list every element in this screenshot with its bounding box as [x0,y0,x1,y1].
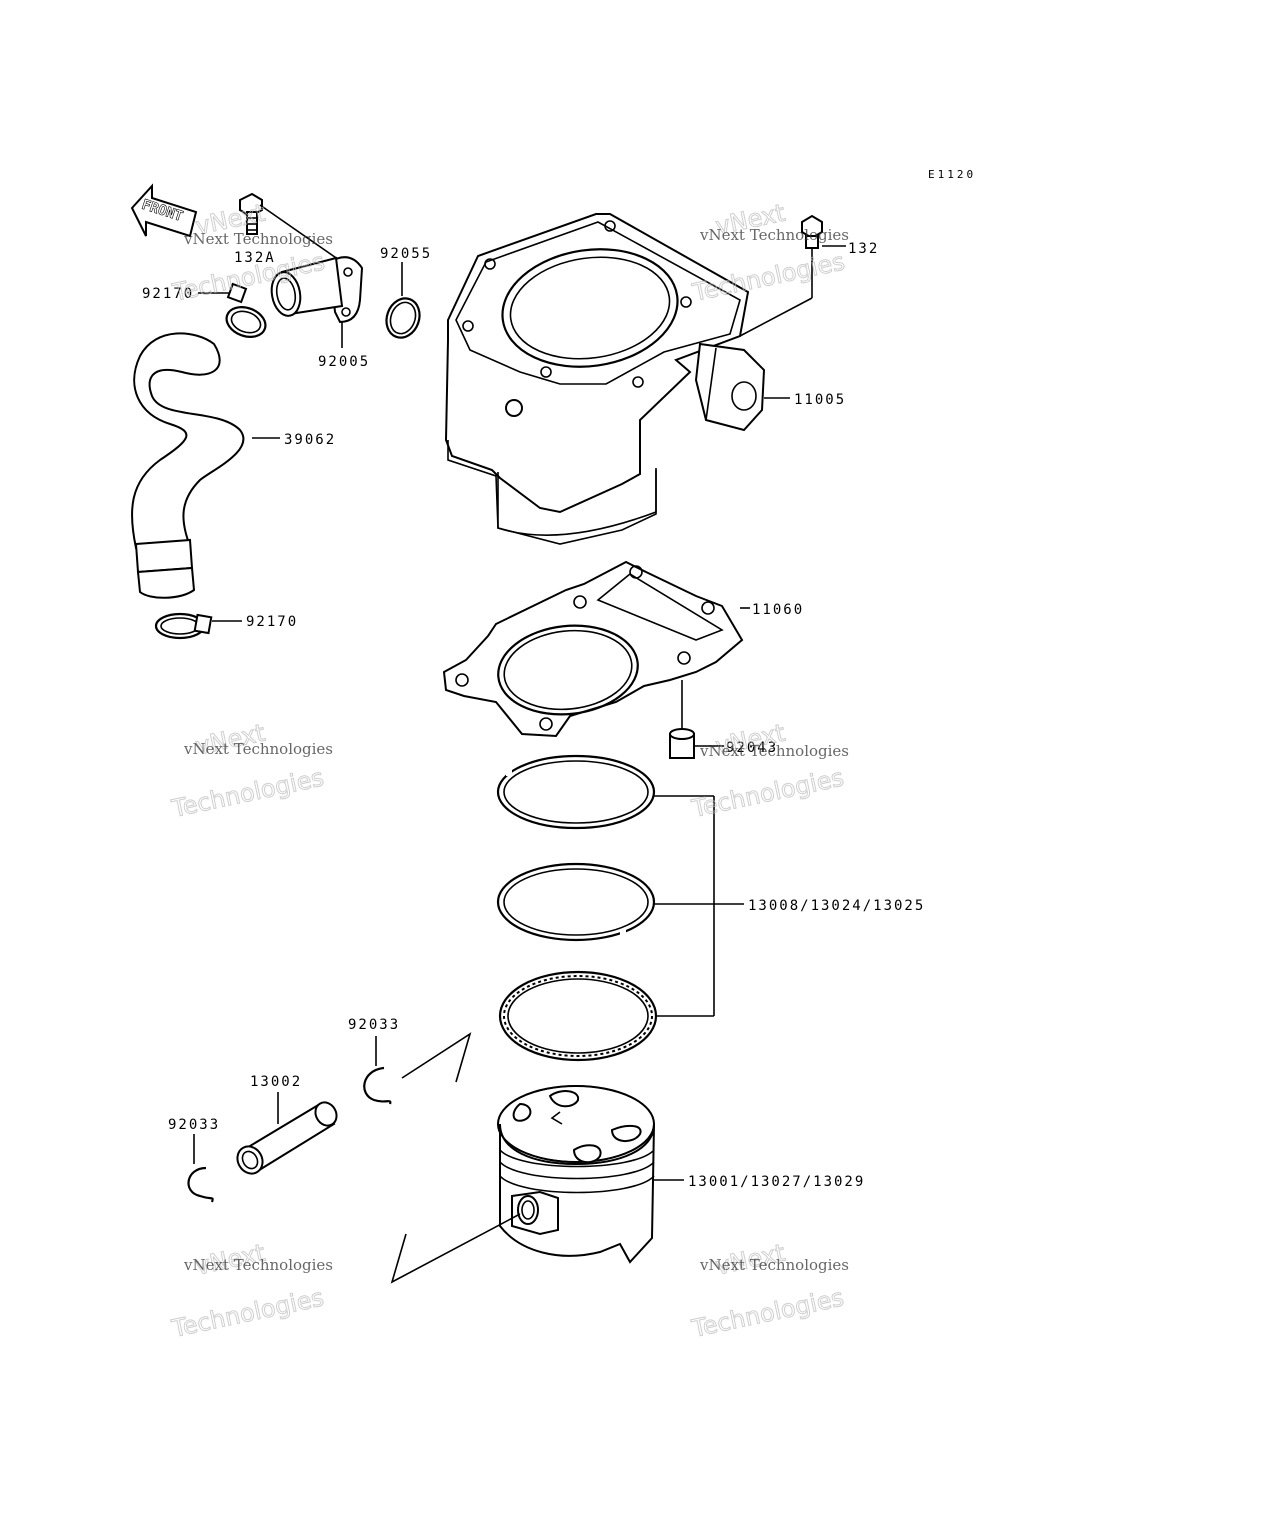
circlip-right-icon [363,1032,472,1105]
watermark-text-top-left: vNext Technologies [183,230,333,248]
water-pipe-92005-icon [270,256,364,348]
part-label-ring-set: 13008/13024/13025 [748,898,925,914]
ring-set-leader-lines [654,795,744,1017]
svg-text:Technologies: Technologies [169,763,327,823]
part-label-132a: 132A [234,250,276,266]
o-ring-92055-icon [385,262,421,339]
svg-text:Technologies: Technologies [689,1283,847,1343]
hose-clamp-bottom-icon [154,612,242,640]
part-label-132: 132 [848,241,879,257]
piston-pin-icon [236,1092,338,1175]
watermark-text-mid-left: vNext Technologies [183,740,333,758]
part-label-92033-left: 92033 [168,1117,220,1133]
watermark-text-mid-right: vNext Technologies [699,742,849,760]
part-label-11060: 11060 [752,602,804,618]
watermark-bottom-left: vNext Technologies [168,1238,327,1343]
hose-clamp-top-icon [198,282,267,338]
watermark-text-top-right: vNext Technologies [699,226,849,244]
svg-text:Technologies: Technologies [169,1283,327,1343]
watermark-text-bottom-left: vNext Technologies [183,1256,333,1274]
coolant-hose-icon [131,332,280,599]
part-label-92033-right: 92033 [348,1017,400,1033]
part-label-92005: 92005 [318,354,370,370]
watermark-mid-left: vNext Technologies [168,718,327,823]
watermark-text-bottom-right: vNext Technologies [699,1256,849,1274]
part-label-piston: 13001/13027/13029 [688,1174,865,1190]
part-label-92055: 92055 [380,246,432,262]
piston-ring-top-icon [496,754,656,830]
diagram-code: E1120 [928,168,976,181]
cylinder-11005-icon [444,213,813,545]
piston-icon [390,1085,684,1284]
cylinder-gasket-icon [442,560,750,738]
watermark-top-right: vNext Technologies [689,198,848,307]
watermark-bottom-right: vNext Technologies [688,1238,847,1343]
dowel-pin-icon [669,728,724,759]
watermark-mid-right: vNext Technologies [688,718,847,823]
bolt-132-icon [801,214,846,249]
piston-ring-second-icon [496,862,656,942]
part-label-92170-top: 92170 [142,286,194,302]
part-label-11005: 11005 [794,392,846,408]
part-label-39062: 39062 [284,432,336,448]
svg-text:Technologies: Technologies [689,763,847,823]
piston-ring-oil-icon [498,970,658,1062]
part-label-13002: 13002 [250,1074,302,1090]
circlip-left-icon [187,1134,214,1203]
front-arrow-icon: FRONT [130,183,198,238]
part-label-92170-bottom: 92170 [246,614,298,630]
part-label-92043: 92043 [726,740,778,756]
svg-text:Technologies: Technologies [689,247,847,307]
bolt-132a-icon [239,192,343,263]
